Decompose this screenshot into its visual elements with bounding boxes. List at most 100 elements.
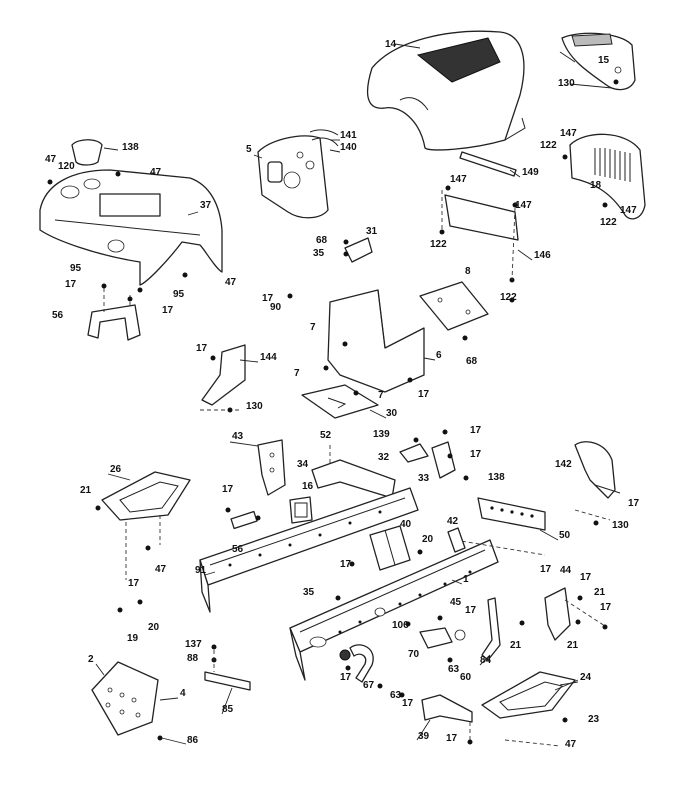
leader-lines xyxy=(95,139,579,745)
callout-label: 23 xyxy=(588,714,600,725)
callout-label: 16 xyxy=(302,481,314,492)
callout-label: 17 xyxy=(402,698,414,709)
callout-label: 39 xyxy=(418,731,430,742)
callout-label: 63 xyxy=(448,664,460,675)
callout-label: 7 xyxy=(310,322,316,333)
callout-label: 63 xyxy=(390,690,402,701)
callout-label: 8 xyxy=(465,266,471,277)
firewall-part-6 xyxy=(327,289,425,393)
callout-label: 140 xyxy=(340,142,357,153)
callout-label: 31 xyxy=(366,226,378,237)
callout-label: 47 xyxy=(150,167,162,178)
callout-label: 147 xyxy=(515,200,532,211)
callout-label: 68 xyxy=(316,235,328,246)
callout-label: 6 xyxy=(436,350,442,361)
callout-label: 68 xyxy=(466,356,478,367)
callout-label: 47 xyxy=(155,564,167,575)
bracket-part-40 xyxy=(369,525,411,571)
callout-label: 14 xyxy=(385,39,397,50)
callout-label: 45 xyxy=(450,597,462,608)
callout-label: 33 xyxy=(418,473,430,484)
hood-part-14 xyxy=(367,30,526,151)
plate-part-8 xyxy=(419,281,489,331)
callout-label: 5 xyxy=(246,144,252,155)
bracket-part-85 xyxy=(204,644,251,691)
callout-label: 24 xyxy=(580,672,592,683)
callout-label: 52 xyxy=(320,430,332,441)
callout-label: 147 xyxy=(560,128,577,139)
bracket-part-43 xyxy=(257,439,286,496)
callout-label: 138 xyxy=(122,142,139,153)
callout-label: 17 xyxy=(465,605,477,616)
callout-label: 2 xyxy=(88,654,94,665)
panel-part-146 xyxy=(439,185,519,283)
callout-label: 17 xyxy=(162,305,174,316)
callout-label: 122 xyxy=(500,292,517,303)
callout-label: 40 xyxy=(400,519,412,530)
dash-panel-part-5 xyxy=(257,129,339,219)
callout-label: 30 xyxy=(386,408,398,419)
callout-label: 95 xyxy=(173,289,185,300)
callout-label: 56 xyxy=(52,310,64,321)
callout-label: 17 xyxy=(65,279,77,290)
callout-label: 142 xyxy=(555,459,572,470)
callout-label: 17 xyxy=(470,425,482,436)
callout-label: 37 xyxy=(200,200,212,211)
bracket-part-31 xyxy=(343,237,373,263)
footrest-part-26 xyxy=(95,471,191,580)
frame-rail-part-91 xyxy=(199,487,419,613)
callout-label: 17 xyxy=(196,343,208,354)
callout-label: 35 xyxy=(313,248,325,259)
callout-label: 17 xyxy=(470,449,482,460)
callout-label: 32 xyxy=(378,452,390,463)
callout-label: 138 xyxy=(488,472,505,483)
fender-part-37 xyxy=(39,169,223,286)
callout-label: 141 xyxy=(340,130,357,141)
callout-label: 86 xyxy=(187,735,199,746)
callout-label: 149 xyxy=(522,167,539,178)
callout-label: 15 xyxy=(598,55,610,66)
bracket-part-144 xyxy=(200,344,246,411)
grille-part-18 xyxy=(562,133,646,220)
callout-label: 91 xyxy=(195,565,207,576)
plate-part-30 xyxy=(301,384,379,419)
callout-label: 130 xyxy=(246,401,263,412)
plate-part-2 xyxy=(91,661,163,741)
callout-label: 139 xyxy=(373,429,390,440)
callout-label: 106 xyxy=(392,620,409,631)
callout-label: 95 xyxy=(70,263,82,274)
callout-label: 21 xyxy=(594,587,606,598)
cup-part-138 xyxy=(71,139,103,166)
callout-label: 50 xyxy=(559,530,571,541)
callout-label: 17 xyxy=(446,733,458,744)
bracket-part-32 xyxy=(399,441,456,479)
callout-label: 122 xyxy=(600,217,617,228)
callout-label: 122 xyxy=(540,140,557,151)
footrest-part-24 xyxy=(481,671,579,747)
callout-label: 21 xyxy=(567,640,579,651)
callout-label: 7 xyxy=(378,390,384,401)
callout-label: 18 xyxy=(590,180,602,191)
callout-label: 17 xyxy=(628,498,640,509)
bracket-part-50 xyxy=(447,497,546,556)
callout-label: 130 xyxy=(612,520,629,531)
frame-rail-part-1 xyxy=(289,539,499,681)
callout-label: 47 xyxy=(225,277,237,288)
callout-label: 1 xyxy=(463,574,469,585)
callout-label: 44 xyxy=(560,565,572,576)
callout-label: 56 xyxy=(232,544,244,555)
callout-label: 130 xyxy=(558,78,575,89)
callout-label: 60 xyxy=(460,672,472,683)
hardware-fasteners xyxy=(47,79,619,745)
lever-part-84 xyxy=(481,597,501,661)
callout-label: 35 xyxy=(303,587,315,598)
callout-label: 17 xyxy=(418,389,430,400)
callout-label: 146 xyxy=(534,250,551,261)
callout-label: 67 xyxy=(363,680,375,691)
bracket-part-56 xyxy=(87,288,141,341)
callout-label: 17 xyxy=(340,672,352,683)
callout-label: 137 xyxy=(185,639,202,650)
callout-label: 42 xyxy=(447,516,459,527)
callout-label: 47 xyxy=(565,739,577,750)
